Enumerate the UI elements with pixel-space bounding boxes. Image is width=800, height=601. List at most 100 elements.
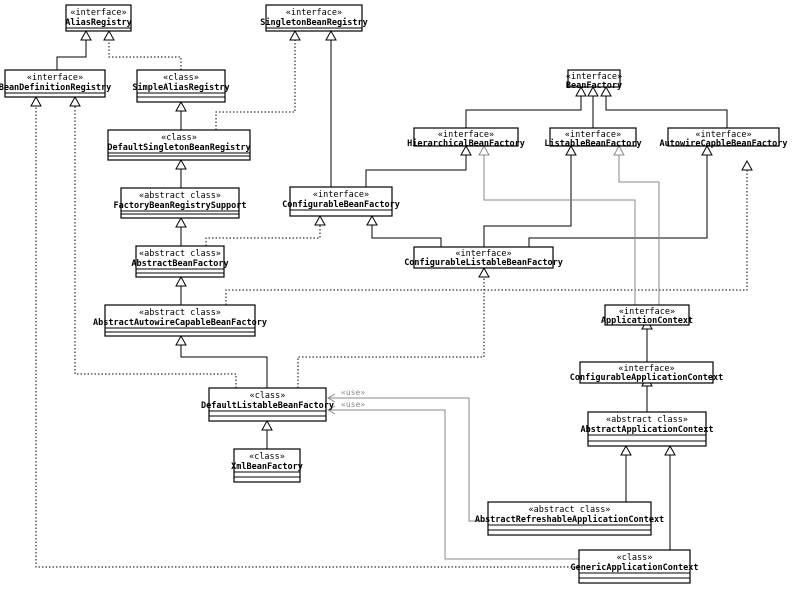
edge-defaultsingleton-singletonbeanregistry: [215, 40, 296, 130]
head-singleton-left: [289, 29, 301, 41]
edge-defaultlistable-abstractautowire: [180, 345, 268, 388]
svg-text:«class»: «class»: [161, 133, 197, 143]
head-factorybeanregistry: [175, 216, 187, 228]
edge-beandefinitionregistry-aliasregistry: [56, 40, 87, 70]
head-beandefreg-left: [30, 95, 42, 107]
svg-text:«abstract class»: «abstract class»: [529, 505, 611, 515]
svg-text:«abstract class»: «abstract class»: [606, 415, 688, 425]
class-box-xmlbeanfactory[interactable]: «class» XmlBeanFactory: [231, 448, 303, 483]
class-box-configurableapplicationcontext[interactable]: «interface» ConfigurableApplicationConte…: [570, 361, 724, 384]
svg-text:XmlBeanFactory: XmlBeanFactory: [231, 462, 303, 472]
head-abstractappctx-right: [664, 444, 676, 456]
head-beandefreg-right: [69, 95, 81, 107]
head-listable: [565, 144, 577, 156]
edge-simplealiasregistry-aliasregistry: [108, 40, 182, 70]
edge-use-refreshable-defaultlistable: [328, 397, 488, 522]
head-configurablebf-right: [366, 214, 378, 226]
arrow-heads: [30, 29, 753, 456]
class-box-configurablebeanfactory[interactable]: «interface» ConfigurableBeanFactory: [282, 186, 400, 217]
svg-text:«interface»: «interface»: [70, 8, 126, 18]
head-use-2: [326, 405, 336, 415]
head-defaultlistable: [261, 419, 273, 431]
edge-configurablelistable-listable: [483, 155, 572, 247]
head-configurablebf-left: [314, 214, 326, 226]
boxes: «interface» AliasRegistry «interface» Si…: [0, 4, 788, 584]
svg-text:«interface»: «interface»: [455, 249, 511, 259]
svg-text:«class»: «class»: [250, 391, 286, 401]
svg-text:AbstractRefreshableApplication: AbstractRefreshableApplicationContext: [475, 514, 664, 525]
class-box-genericapplicationcontext[interactable]: «class» GenericApplicationContext: [571, 549, 699, 584]
svg-text:ListableBeanFactory: ListableBeanFactory: [544, 138, 641, 149]
svg-text:«class»: «class»: [163, 73, 199, 83]
svg-text:GenericApplicationContext: GenericApplicationContext: [571, 562, 699, 573]
class-box-applicationcontext[interactable]: «interface» ApplicationContext: [601, 304, 693, 326]
svg-text:«interface»: «interface»: [619, 307, 675, 317]
svg-text:BeanDefinitionRegistry: BeanDefinitionRegistry: [0, 82, 111, 93]
head-abstractautowire: [175, 334, 187, 346]
edges: [35, 40, 748, 568]
svg-text:ApplicationContext: ApplicationContext: [601, 315, 693, 326]
head-autowire: [701, 144, 713, 156]
edge-use-generic-defaultlistable: [328, 409, 579, 560]
class-box-simplealiasregistry[interactable]: «class» SimpleAliasRegistry: [132, 69, 230, 103]
class-box-autowirecapablebeanfactory[interactable]: «interface» AutowireCapbleBeanFactory: [660, 127, 788, 149]
svg-text:BeanFactory: BeanFactory: [566, 81, 622, 91]
class-box-factorybeanregistrysupport[interactable]: «abstract class» FactoryBeanRegistrySupp…: [113, 187, 247, 219]
edge-configurablebeanfactory-hierarchical: [365, 155, 467, 187]
head-hierarchical-gray: [478, 144, 490, 156]
head-configurablelistable: [478, 266, 490, 278]
svg-text:AbstractBeanFactory: AbstractBeanFactory: [131, 259, 228, 269]
svg-text:DefaultListableBeanFactory: DefaultListableBeanFactory: [201, 400, 334, 411]
svg-text:ConfigurableListableBeanFactor: ConfigurableListableBeanFactory: [404, 257, 563, 268]
class-box-singletonbeanregistry[interactable]: «interface» SingletonBeanRegistry: [260, 4, 368, 32]
class-box-defaultlistablebeanfactory[interactable]: «class» DefaultListableBeanFactory: [201, 387, 334, 422]
svg-text:«abstract class»: «abstract class»: [139, 249, 221, 259]
head-listable-gray: [613, 144, 625, 156]
class-box-defaultsingletonbeanregistry[interactable]: «class» DefaultSingletonBeanRegistry: [107, 129, 251, 161]
head-autowire-dotted: [741, 159, 753, 171]
svg-text:«interface»: «interface»: [313, 190, 369, 200]
head-simplealias: [175, 100, 187, 112]
head-aliasregistry-right: [103, 29, 115, 41]
head-defaultsingleton: [175, 158, 187, 170]
edge-configurablelistable-autowire: [528, 155, 708, 247]
edge-defaultlistable-configurablelistable: [297, 277, 485, 388]
svg-text:FactoryBeanRegistrySupport: FactoryBeanRegistrySupport: [113, 200, 246, 211]
svg-text:DefaultSingletonBeanRegistry: DefaultSingletonBeanRegistry: [107, 142, 250, 153]
svg-text:SimpleAliasRegistry: SimpleAliasRegistry: [132, 82, 229, 93]
class-box-abstractrefreshableapplicationcontext[interactable]: «abstract class» AbstractRefreshableAppl…: [475, 501, 664, 536]
svg-text:HierarchicalBeanFactory: HierarchicalBeanFactory: [407, 138, 525, 149]
svg-text:SingletonBeanRegistry: SingletonBeanRegistry: [260, 17, 367, 28]
edge-applicationcontext-listable: [618, 155, 660, 305]
svg-text:«interface»: «interface»: [438, 130, 494, 140]
svg-text:AutowireCapbleBeanFactory: AutowireCapbleBeanFactory: [660, 138, 788, 149]
class-box-listablebeanfactory[interactable]: «interface» ListableBeanFactory: [544, 127, 642, 149]
svg-text:«abstract class»: «abstract class»: [139, 191, 221, 201]
class-box-aliasregistry[interactable]: «interface» AliasRegistry: [65, 4, 132, 32]
class-box-beandefinitionregistry[interactable]: «interface» BeanDefinitionRegistry: [0, 69, 111, 98]
head-beanfactory-right: [600, 85, 612, 97]
head-aliasregistry-left: [80, 29, 92, 41]
head-abstractappctx-left: [620, 444, 632, 456]
svg-text:«interface»: «interface»: [618, 364, 674, 374]
svg-text:«interface»: «interface»: [566, 72, 622, 82]
class-box-abstractautowirecapablebeanfactory[interactable]: «abstract class» AbstractAutowireCapable…: [93, 304, 267, 337]
head-hierarchical: [460, 144, 472, 156]
edge-configurablelistable-configurable: [371, 225, 442, 247]
svg-text:AbstractAutowireCapableBeanFac: AbstractAutowireCapableBeanFactory: [93, 317, 267, 328]
head-beanfactory-mid: [587, 85, 599, 97]
edge-abstractbeanfactory-configurablebeanfactory: [205, 225, 321, 246]
class-box-configurablelistablebeanfactory[interactable]: «interface» ConfigurableListableBeanFact…: [404, 246, 563, 269]
edge-hierarchical-beanfactory: [465, 96, 582, 128]
svg-text:«abstract class»: «abstract class»: [139, 308, 221, 318]
class-box-beanfactory[interactable]: «interface» BeanFactory: [566, 69, 622, 91]
use-label-2: «use»: [341, 400, 365, 409]
class-box-hierarchicalbeanfactory[interactable]: «interface» HierarchicalBeanFactory: [407, 127, 525, 149]
class-box-abstractapplicationcontext[interactable]: «abstract class» AbstractApplicationCont…: [580, 411, 714, 447]
head-beanfactory-left: [575, 85, 587, 97]
use-label-1: «use»: [341, 388, 365, 397]
class-box-abstractbeanfactory[interactable]: «abstract class» AbstractBeanFactory: [131, 245, 229, 278]
svg-text:ConfigurableBeanFactory: ConfigurableBeanFactory: [282, 199, 400, 210]
svg-text:«interface»: «interface»: [286, 8, 342, 18]
